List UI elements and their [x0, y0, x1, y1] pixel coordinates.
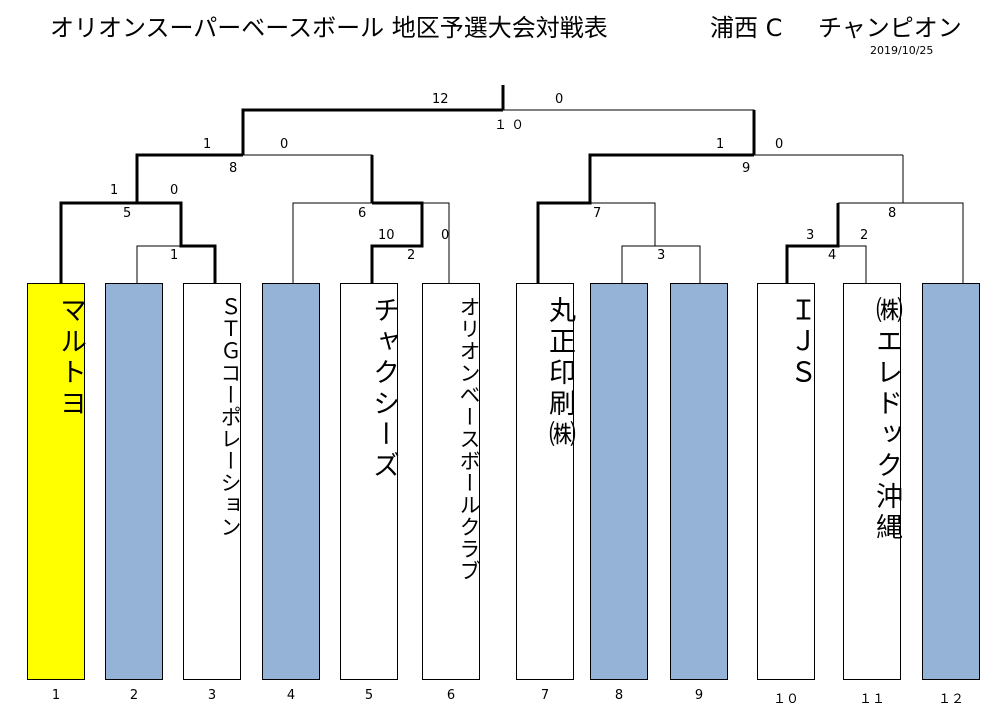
score-final-right: 0 — [555, 92, 564, 107]
district-label: 浦西 C — [710, 14, 783, 42]
team-name: 丸正印刷㈱ — [544, 296, 575, 451]
team-name: マルトヨ — [55, 296, 86, 420]
game-number-1: 1 — [170, 248, 179, 263]
game-number-6: 6 — [358, 206, 367, 221]
score-g4-right: 2 — [860, 228, 869, 243]
tournament-title: オリオンスーパーベースボール 地区予選大会対戦表 — [50, 14, 608, 42]
game-number-7: 7 — [593, 206, 602, 221]
score-g8-right: 0 — [280, 137, 289, 152]
winner-label: チャンピオン — [818, 14, 962, 42]
seed-number: １１ — [858, 692, 885, 707]
team-box-6: オリオンベースボールクラブ — [422, 283, 481, 680]
team-name: ＩＪＳ — [785, 296, 816, 389]
seed-number: １２ — [937, 692, 964, 707]
team-box-4 — [262, 283, 320, 680]
page-title: オリオンスーパーベースボール 地区予選大会対戦表 浦西 C チャンピオン — [0, 2, 1005, 42]
team-box-7: 丸正印刷㈱ — [516, 283, 575, 680]
score-g4-left: 3 — [806, 228, 815, 243]
seed-number: 9 — [694, 688, 704, 703]
seed-number: 1 — [51, 688, 61, 703]
game-number-4: 4 — [828, 248, 837, 263]
seed-number: 5 — [364, 688, 374, 703]
game-number-4-parent: 8 — [888, 206, 897, 221]
score-g9-right: 0 — [775, 137, 784, 152]
team-box-10: ＩＪＳ — [757, 283, 816, 680]
seed-number: 7 — [540, 688, 550, 703]
seed-number: １０ — [772, 692, 799, 707]
team-box-12 — [922, 283, 980, 680]
team-box-9 — [670, 283, 728, 680]
game-number-9: 9 — [742, 161, 751, 176]
game-number-10: １ ０ — [494, 118, 525, 133]
score-g2-left: 10 — [378, 228, 395, 243]
team-box-2 — [105, 283, 163, 680]
game-number-8: 8 — [229, 161, 238, 176]
date-label: 2019/10/25 — [870, 44, 934, 57]
score-final-left: 12 — [432, 92, 449, 107]
game-number-5: 5 — [123, 206, 132, 221]
team-name: ＳＴＧコーポレーション — [218, 296, 242, 538]
team-box-5: チャクシーズ — [340, 283, 399, 680]
score-g5-right: 0 — [170, 183, 179, 198]
seed-number: 4 — [286, 688, 296, 703]
game-number-2: 2 — [407, 248, 416, 263]
score-g5-left: 1 — [110, 183, 119, 198]
team-box-8 — [590, 283, 648, 680]
team-box-11: ㈱エレドック沖縄 — [843, 283, 902, 680]
seed-number: 2 — [129, 688, 139, 703]
team-name: ㈱エレドック沖縄 — [871, 296, 902, 544]
game-number-3: 3 — [657, 248, 666, 263]
team-name: チャクシーズ — [368, 296, 399, 482]
seed-number: 6 — [446, 688, 456, 703]
score-g8-left: 1 — [203, 137, 212, 152]
score-g2-right: 0 — [441, 228, 450, 243]
team-box-1: マルトヨ — [27, 283, 86, 680]
score-g9-left: 1 — [716, 137, 725, 152]
seed-number: 8 — [614, 688, 624, 703]
team-box-3: ＳＴＧコーポレーション — [183, 283, 242, 680]
team-name: オリオンベースボールクラブ — [457, 296, 481, 582]
seed-number: 3 — [207, 688, 217, 703]
